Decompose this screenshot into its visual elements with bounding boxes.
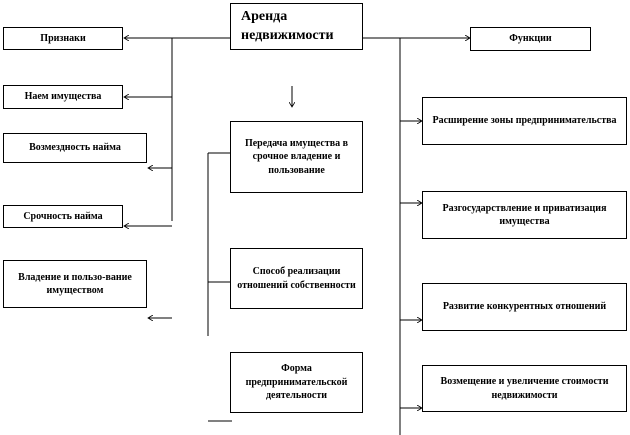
left-node: Возмездность найма xyxy=(3,133,147,163)
right-node: Возмещение и увеличение стоимости недвиж… xyxy=(422,365,627,412)
node-label: Передача имущества в срочное владение и … xyxy=(244,137,349,176)
center-node: Передача имущества в срочное владение и … xyxy=(230,121,363,193)
left-node: Владение и пользо-вание имуществом xyxy=(3,260,147,308)
node-label: Возмездность найма xyxy=(29,142,121,154)
left-header-label: Признаки xyxy=(40,32,86,44)
center-node: Способ реализации отношений собственност… xyxy=(230,248,363,309)
root-label: Аренда недвижимости xyxy=(241,9,334,43)
node-label: Расширение зоны предпринимательства xyxy=(432,115,617,127)
node-label: Разгосударствление и приватизация имущес… xyxy=(442,202,607,228)
right-header-label: Функции xyxy=(509,33,552,45)
left-header-node: Признаки xyxy=(3,27,123,50)
left-node: Срочность найма xyxy=(3,205,123,228)
root-node: Аренда недвижимости xyxy=(230,3,363,50)
right-node: Развитие конкурентных отношений xyxy=(422,283,627,331)
node-label: Срочность найма xyxy=(23,210,103,222)
center-node: Форма предпринимательской деятельности xyxy=(230,352,363,413)
node-label: Способ реализации отношений собственност… xyxy=(237,266,356,291)
node-label: Наем имущества xyxy=(24,91,102,103)
left-node: Наем имущества xyxy=(3,85,123,109)
node-label: Владение и пользо-вание имуществом xyxy=(18,271,132,297)
right-header-node: Функции xyxy=(470,27,591,51)
node-label: Развитие конкурентных отношений xyxy=(442,301,607,313)
node-label: Форма предпринимательской деятельности xyxy=(245,363,348,402)
right-node: Разгосударствление и приватизация имущес… xyxy=(422,191,627,239)
right-node: Расширение зоны предпринимательства xyxy=(422,97,627,145)
node-label: Возмещение и увеличение стоимости недвиж… xyxy=(440,376,609,401)
